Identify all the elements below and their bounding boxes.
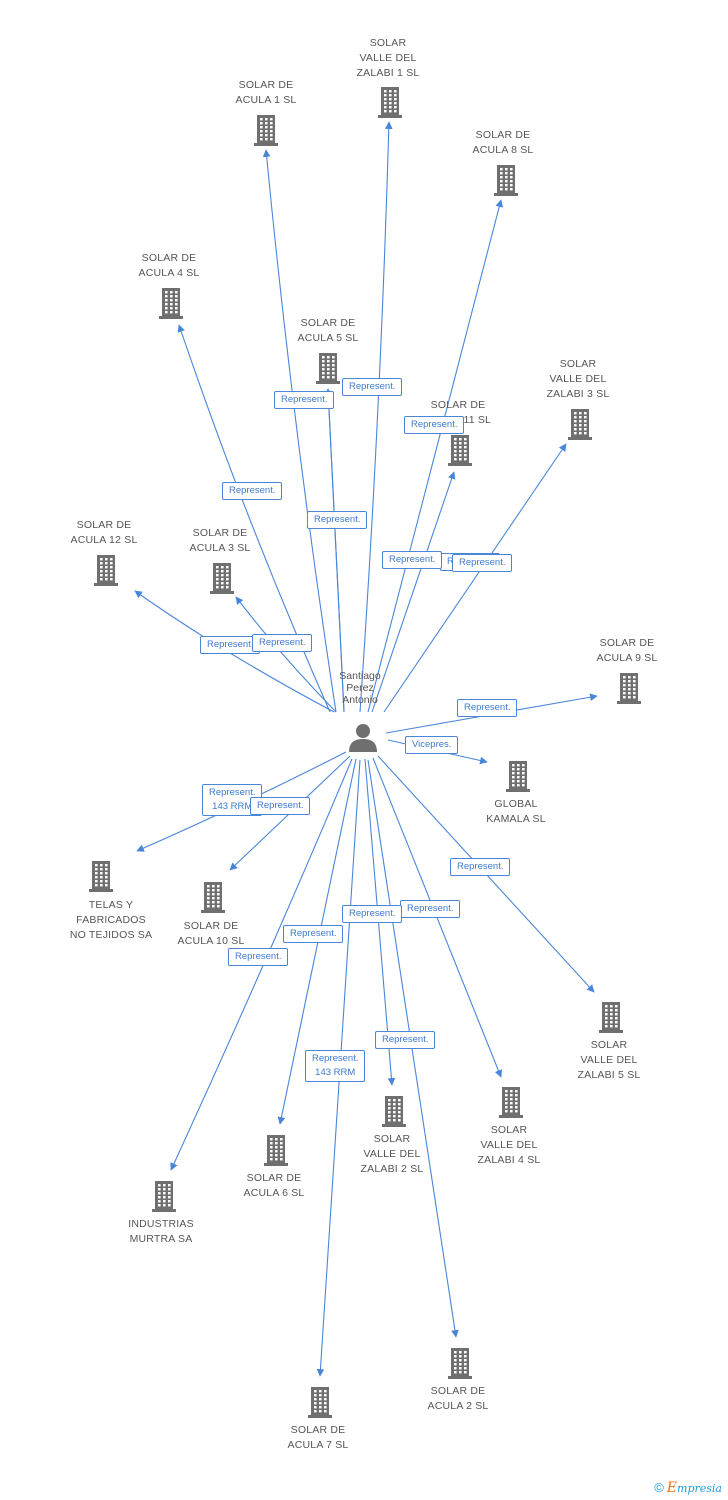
edge-label-zalabi3[interactable]: Represent. [452,554,513,572]
edge-line-acula1 [262,149,337,713]
edge-label-acula5[interactable]: Represent. [307,511,368,529]
edge-line-zalabi3 [383,443,567,713]
company-label-acula9: SOLAR DE ACULA 9 SL [596,637,658,664]
footer-brand[interactable]: ©Empresia [654,1480,722,1496]
edge-label-zalabi1[interactable]: Represent. [342,378,403,396]
building-icon [617,673,641,704]
building-icon [316,353,340,384]
edge-line-acula4 [177,324,331,713]
person-icon [349,724,377,752]
building-icon [89,861,113,892]
edge-label-kamala[interactable]: Vicepres. [405,736,459,754]
building-icon [264,1135,288,1166]
edge-line-acula11 [371,471,456,713]
edge-label-zalabi4[interactable]: Represent. [400,900,461,918]
company-label-acula3: SOLAR DE ACULA 3 SL [189,527,251,554]
building-icon [254,115,278,146]
building-icon [378,87,402,118]
company-label-acula8: SOLAR DE ACULA 8 SL [472,129,534,156]
building-icon [201,882,225,913]
building-icon [152,1181,176,1212]
edge-label-acula3[interactable]: Represent. [252,634,313,652]
edge-label-acula8[interactable]: Represent. [404,416,465,434]
building-icon [448,435,472,466]
company-label-acula10: SOLAR DE ACULA 10 SL [177,920,245,947]
building-icon [448,1348,472,1379]
edge-label-acula9[interactable]: Represent. [457,699,518,717]
company-label-acula2: SOLAR DE ACULA 2 SL [427,1385,489,1412]
edge-label-acula4[interactable]: Represent. [222,482,283,500]
edge-line-acula8 [367,199,503,713]
building-icon [94,555,118,586]
building-icon [308,1387,332,1418]
company-label-acula6: SOLAR DE ACULA 6 SL [243,1172,305,1199]
company-label-murtra: INDUSTRIAS MURTRA SA [128,1218,194,1245]
building-icon [568,409,592,440]
company-label-zalabi2: SOLAR VALLE DEL ZALABI 2 SL [360,1133,424,1175]
company-label-zalabi3: SOLAR VALLE DEL ZALABI 3 SL [546,358,610,400]
brand-name: mpresia [677,1482,722,1495]
building-icon [599,1002,623,1033]
edge-label-acula2[interactable]: Represent. [228,948,289,966]
company-label-zalabi1: SOLAR VALLE DEL ZALABI 1 SL [356,37,420,79]
company-label-acula12: SOLAR DE ACULA 12 SL [70,519,138,546]
company-label-zalabi5: SOLAR VALLE DEL ZALABI 5 SL [577,1039,641,1081]
edge-label-acula6[interactable]: Represent. [283,925,344,943]
company-label-kamala: GLOBAL KAMALA SL [486,798,546,825]
building-icon [159,288,183,319]
edge-label-zalabi2[interactable]: Represent. [342,905,403,923]
edge-label-zalabi5[interactable]: Represent. [450,858,511,876]
edge-line-acula3 [235,596,337,713]
building-icon [506,761,530,792]
company-label-telas: TELAS Y FABRICADOS NO TEJIDOS SA [69,899,153,941]
copyright-symbol: © [654,1480,664,1495]
building-icon [494,165,518,196]
edge-line-zalabi1 [359,121,393,713]
building-icon [382,1096,406,1127]
edge-label-acula1[interactable]: Represent. [274,391,335,409]
edge-label-acula5[interactable]: Represent. [382,551,443,569]
edge-label-acula10[interactable]: Represent. [250,797,311,815]
edge-label-acula7[interactable]: Represent. [375,1031,436,1049]
company-label-zalabi4: SOLAR VALLE DEL ZALABI 4 SL [477,1124,541,1166]
company-label-acula4: SOLAR DE ACULA 4 SL [138,252,200,279]
edge-label-murtra[interactable]: Represent. 143 RRM [305,1050,366,1082]
brand-initial: E [666,1480,678,1496]
edge-line-acula5 [324,388,345,713]
building-icon [210,563,234,594]
center-person-label: Santiago Perez Antonio [339,670,381,706]
building-icon [499,1087,523,1118]
company-label-acula1: SOLAR DE ACULA 1 SL [235,79,297,106]
company-label-acula7: SOLAR DE ACULA 7 SL [287,1424,349,1451]
company-label-acula5: SOLAR DE ACULA 5 SL [297,317,359,344]
